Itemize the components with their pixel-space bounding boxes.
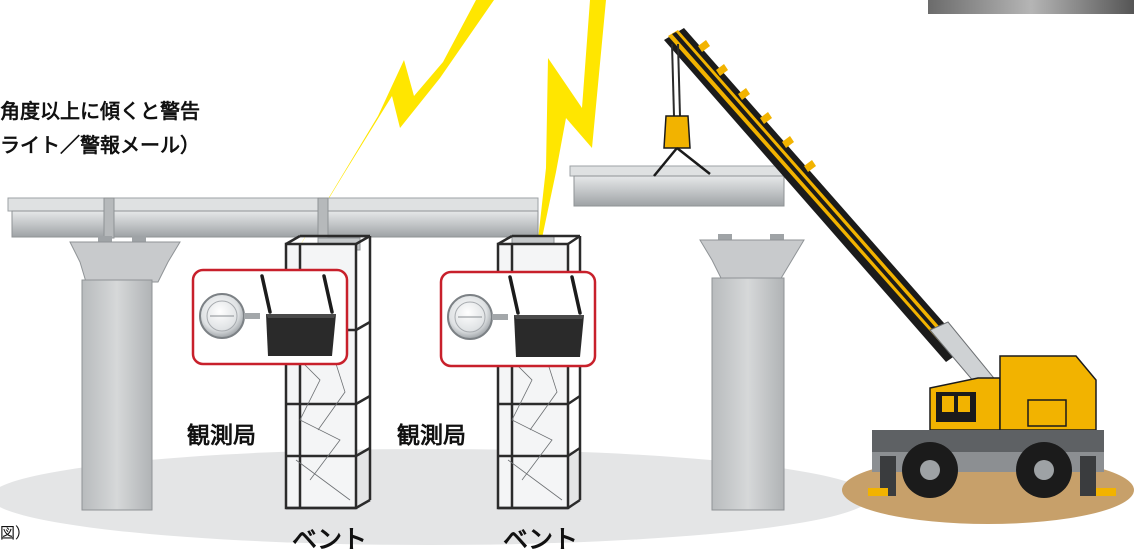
bridge-pier-right bbox=[700, 234, 804, 510]
station-label-1: 観測局 bbox=[187, 416, 256, 450]
lifted-girder bbox=[570, 166, 784, 206]
warning-text-line2: ライト／警報メール） bbox=[0, 132, 200, 158]
station-label-2: 観測局 bbox=[397, 416, 466, 450]
caption-fragment: 図） bbox=[0, 522, 30, 543]
vent-label-1: ベント bbox=[292, 520, 367, 556]
sensor-station-2 bbox=[441, 272, 595, 366]
sensor-station-1 bbox=[193, 270, 347, 364]
photo-fragment bbox=[928, 0, 1134, 14]
warning-text-line1: 角度以上に傾くと警告 bbox=[0, 98, 200, 124]
lightning-bolt-icon bbox=[534, 0, 606, 276]
vent-label-2: ベント bbox=[503, 520, 578, 556]
bridge-girder bbox=[8, 198, 538, 238]
